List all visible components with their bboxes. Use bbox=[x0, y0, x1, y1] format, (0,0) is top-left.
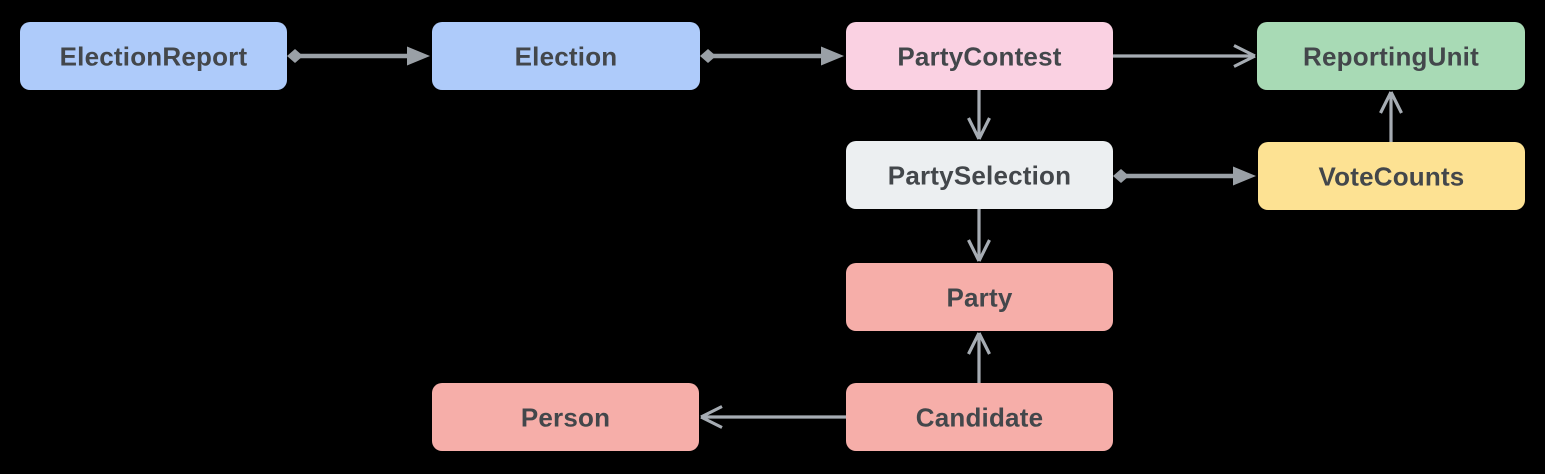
node-box-PartySelection bbox=[846, 141, 1113, 209]
node-box-Candidate bbox=[846, 383, 1113, 451]
solid-arrowhead-icon bbox=[407, 46, 430, 66]
diamond-tail-icon bbox=[287, 49, 303, 63]
node-ReportingUnit: ReportingUnit bbox=[1257, 22, 1525, 90]
edge-Candidate-Person bbox=[700, 405, 846, 429]
node-label-Party: Party bbox=[946, 282, 1012, 312]
edge-PartySelection-Party bbox=[967, 209, 991, 262]
open-arrowhead-icon bbox=[977, 239, 991, 262]
open-arrowhead-icon bbox=[977, 332, 991, 355]
open-arrowhead-icon bbox=[977, 117, 991, 140]
node-label-VoteCounts: VoteCounts bbox=[1319, 161, 1465, 191]
node-ElectionReport: ElectionReport bbox=[20, 22, 287, 90]
node-box-VoteCounts bbox=[1258, 142, 1525, 210]
open-arrowhead-icon bbox=[1379, 91, 1393, 114]
node-label-ReportingUnit: ReportingUnit bbox=[1303, 41, 1479, 71]
edge-VoteCounts-ReportingUnit bbox=[1379, 91, 1403, 142]
edge-ElectionReport-Election bbox=[287, 46, 430, 66]
edge-Election-PartyContest bbox=[700, 46, 844, 66]
open-arrowhead-icon bbox=[967, 332, 981, 355]
node-label-PartySelection: PartySelection bbox=[888, 160, 1071, 190]
diamond-tail-icon bbox=[700, 49, 716, 63]
open-arrowhead-icon bbox=[1233, 44, 1256, 58]
node-label-Candidate: Candidate bbox=[916, 402, 1043, 432]
open-arrowhead-icon bbox=[700, 405, 723, 419]
node-PartyContest: PartyContest bbox=[846, 22, 1113, 90]
node-label-ElectionReport: ElectionReport bbox=[60, 41, 248, 71]
node-box-Election bbox=[432, 22, 700, 90]
node-box-Person bbox=[432, 383, 699, 451]
edge-PartyContest-ReportingUnit bbox=[1113, 44, 1256, 68]
node-label-Election: Election bbox=[515, 41, 618, 71]
node-Person: Person bbox=[432, 383, 699, 451]
open-arrowhead-icon bbox=[1389, 91, 1403, 114]
node-box-ReportingUnit bbox=[1257, 22, 1525, 90]
node-Party: Party bbox=[846, 263, 1113, 331]
open-arrowhead-icon bbox=[967, 239, 981, 262]
edge-PartySelection-VoteCounts bbox=[1113, 166, 1256, 186]
node-box-Party bbox=[846, 263, 1113, 331]
node-label-Person: Person bbox=[521, 402, 610, 432]
node-Election: Election bbox=[432, 22, 700, 90]
node-PartySelection: PartySelection bbox=[846, 141, 1113, 209]
open-arrowhead-icon bbox=[1233, 54, 1256, 68]
open-arrowhead-icon bbox=[700, 415, 723, 429]
diamond-tail-icon bbox=[1113, 169, 1129, 183]
node-label-PartyContest: PartyContest bbox=[897, 41, 1061, 71]
node-box-PartyContest bbox=[846, 22, 1113, 90]
edge-PartyContest-PartySelection bbox=[967, 90, 991, 140]
node-Candidate: Candidate bbox=[846, 383, 1113, 451]
node-box-ElectionReport bbox=[20, 22, 287, 90]
solid-arrowhead-icon bbox=[821, 46, 844, 66]
open-arrowhead-icon bbox=[967, 117, 981, 140]
node-VoteCounts: VoteCounts bbox=[1258, 142, 1525, 210]
edge-Candidate-Party bbox=[967, 332, 991, 383]
solid-arrowhead-icon bbox=[1233, 166, 1256, 186]
